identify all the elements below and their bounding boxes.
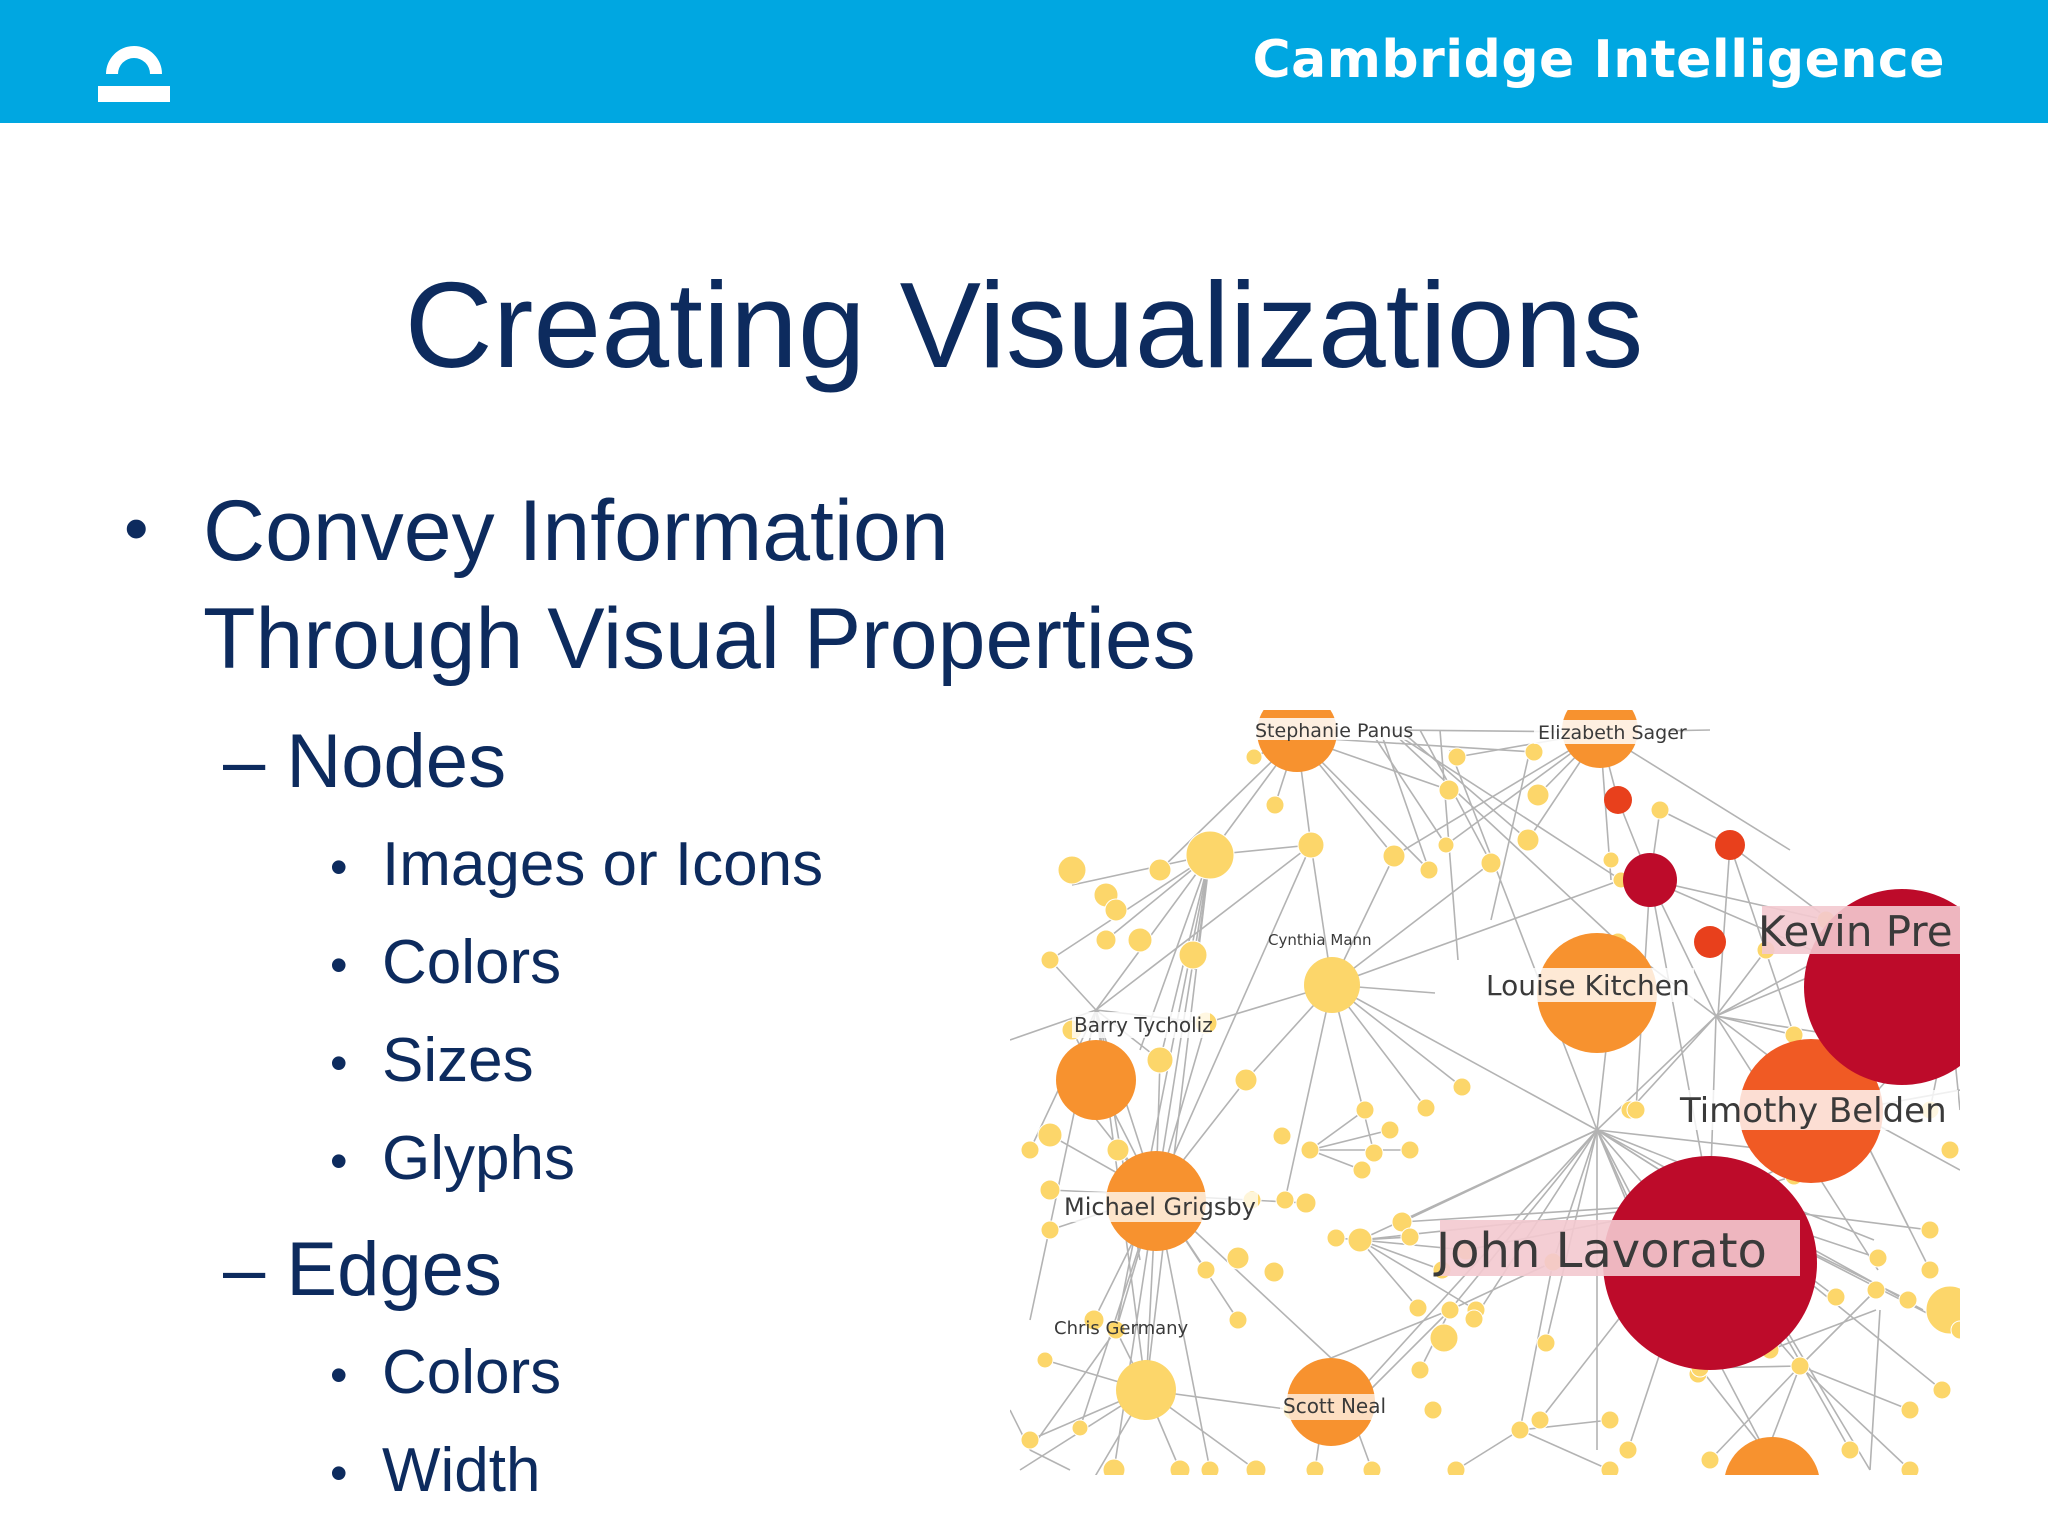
label-john-lavorato: John Lavorato [1433, 1223, 1767, 1279]
label-elizabeth-sager: Elizabeth Sager [1538, 722, 1687, 744]
edges-item-colors: Colors [382, 1338, 562, 1407]
network-graph: Stephanie Panus Elizabeth Sager Kevin Pr… [1010, 710, 1960, 1475]
brand-name: Cambridge Intelligence [1252, 30, 1945, 90]
label-kevin-pre: Kevin Pre [1758, 907, 1953, 956]
bullet-line-2: Through Visual Properties [203, 591, 1196, 687]
label-stephanie-panus: Stephanie Panus [1255, 720, 1413, 742]
nodes-item-colors: Colors [382, 928, 562, 997]
edges-item-width: Width [382, 1436, 541, 1505]
top-bar: Cambridge Intelligence [0, 0, 2048, 123]
bullet-dot: • [330, 1347, 348, 1403]
cambridge-intelligence-logo-icon [98, 46, 170, 102]
bullet-dot: • [330, 1133, 348, 1189]
bullet-dot: • [330, 937, 348, 993]
bullet-dot: • [330, 839, 348, 895]
bullet-dot: • [124, 489, 149, 567]
label-michael-grigsby: Michael Grigsby [1064, 1193, 1256, 1221]
red-small-nodes [1604, 786, 1745, 958]
label-cynthia-mann: Cynthia Mann [1268, 931, 1372, 949]
nodes-heading: – Nodes [223, 719, 507, 804]
label-chris-germany: Chris Germany [1054, 1318, 1189, 1339]
label-louise-kitchen: Louise Kitchen [1486, 969, 1690, 1002]
label-barry-tycholiz: Barry Tycholiz [1074, 1013, 1213, 1037]
network-graph-image: Stephanie Panus Elizabeth Sager Kevin Pr… [1010, 710, 1960, 1475]
bullet-dot: • [330, 1035, 348, 1091]
label-scott-neal: Scott Neal [1283, 1394, 1386, 1418]
nodes-item-glyphs: Glyphs [382, 1124, 575, 1193]
label-timothy-belden: Timothy Belden [1679, 1091, 1947, 1131]
node-labels: Stephanie Panus Elizabeth Sager Kevin Pr… [1054, 718, 1960, 1420]
nodes-item-images: Images or Icons [382, 830, 824, 899]
nodes-item-sizes: Sizes [382, 1026, 534, 1095]
bullet-dot: • [330, 1445, 348, 1501]
bullet-line-1: Convey Information [203, 483, 949, 579]
slide-title: Creating Visualizations [404, 257, 1644, 393]
edges-heading: – Edges [223, 1227, 502, 1312]
